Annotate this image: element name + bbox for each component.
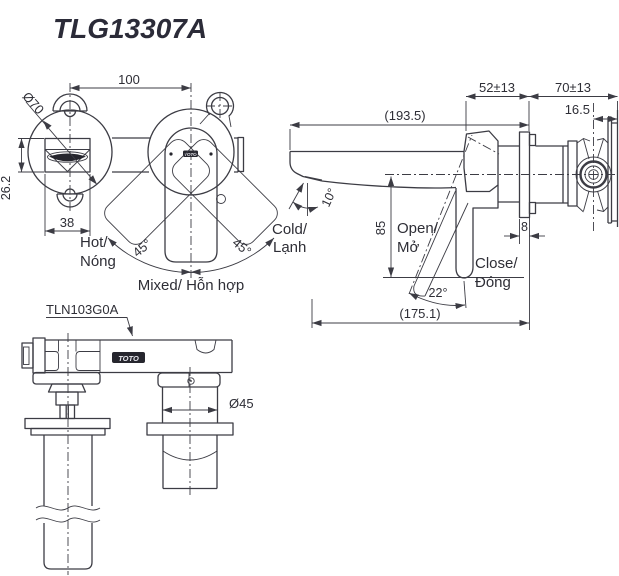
dim-handle-drop: 85: [373, 221, 388, 235]
dim-handle-swing: 22°: [429, 286, 448, 300]
label-mixed: Mixed/ Hỗn hợp: [138, 277, 245, 294]
label-close-vi: Đóng: [475, 274, 511, 291]
part-label: TLN103G0A: [46, 302, 119, 317]
dim-spout-reach: (175.1): [399, 306, 440, 321]
handle-closed: [455, 188, 499, 279]
front-view-labels: Hot/ Nóng Cold/ Lạnh Mixed/ Hỗn hợp: [80, 221, 308, 294]
svg-text:TOTO: TOTO: [184, 152, 197, 157]
dim-center-distance: 100: [118, 72, 140, 87]
brand-logo-bottom: TOTO: [112, 352, 145, 363]
handle-swing-arc: [107, 237, 275, 273]
label-hot-en: Hot/: [80, 234, 108, 251]
handle-escutcheon-front: TOTO: [104, 91, 278, 276]
dim-spout-width: 38: [60, 215, 74, 230]
dim-wall-embed: 70±13: [555, 80, 591, 95]
dim-plate-thickness: 8: [521, 220, 528, 234]
handle-center-position: [164, 127, 218, 263]
open-position-axis: [408, 134, 473, 295]
valve-neck: [497, 145, 520, 203]
pipe-break-line: [35, 505, 101, 511]
label-cold-en: Cold/: [272, 221, 308, 238]
label-hot-vi: Nóng: [80, 253, 116, 270]
label-close-en: Close/: [475, 255, 518, 272]
valve-stem-and-pipe: [24, 371, 111, 570]
handle-cold-position: [172, 139, 278, 245]
valve-body-band: [112, 136, 245, 173]
pipe-break-line: [35, 517, 101, 523]
part-label-leader: [46, 317, 133, 337]
spout-shank: [146, 372, 234, 490]
dim-spout-height: 26.2: [0, 176, 13, 200]
spout-escutcheon-front: [27, 93, 113, 208]
bottom-view: TLN103G0A TOTO: [21, 302, 254, 575]
spout-profile: [289, 150, 464, 189]
inwall-valve-body: [535, 110, 619, 227]
dim-shank-diameter: Ø45: [229, 396, 254, 411]
wall-plate: [518, 131, 537, 219]
svg-text:TOTO: TOTO: [118, 354, 139, 363]
label-cold-vi: Lạnh: [273, 239, 306, 256]
dim-wall-front: 52±13: [479, 80, 515, 95]
dim-bracket-offset: 16.5: [565, 102, 590, 117]
page-title: TLG13307A: [53, 13, 207, 44]
spout-outlet-lens: [49, 153, 86, 162]
handle-hot-position: [104, 139, 210, 245]
label-open-en: Open/: [397, 220, 439, 237]
dim-total-length: (193.5): [384, 108, 425, 123]
label-open-vi: Mở: [397, 239, 419, 256]
side-view-labels: Open/ Mở Close/ Đóng: [397, 220, 518, 291]
